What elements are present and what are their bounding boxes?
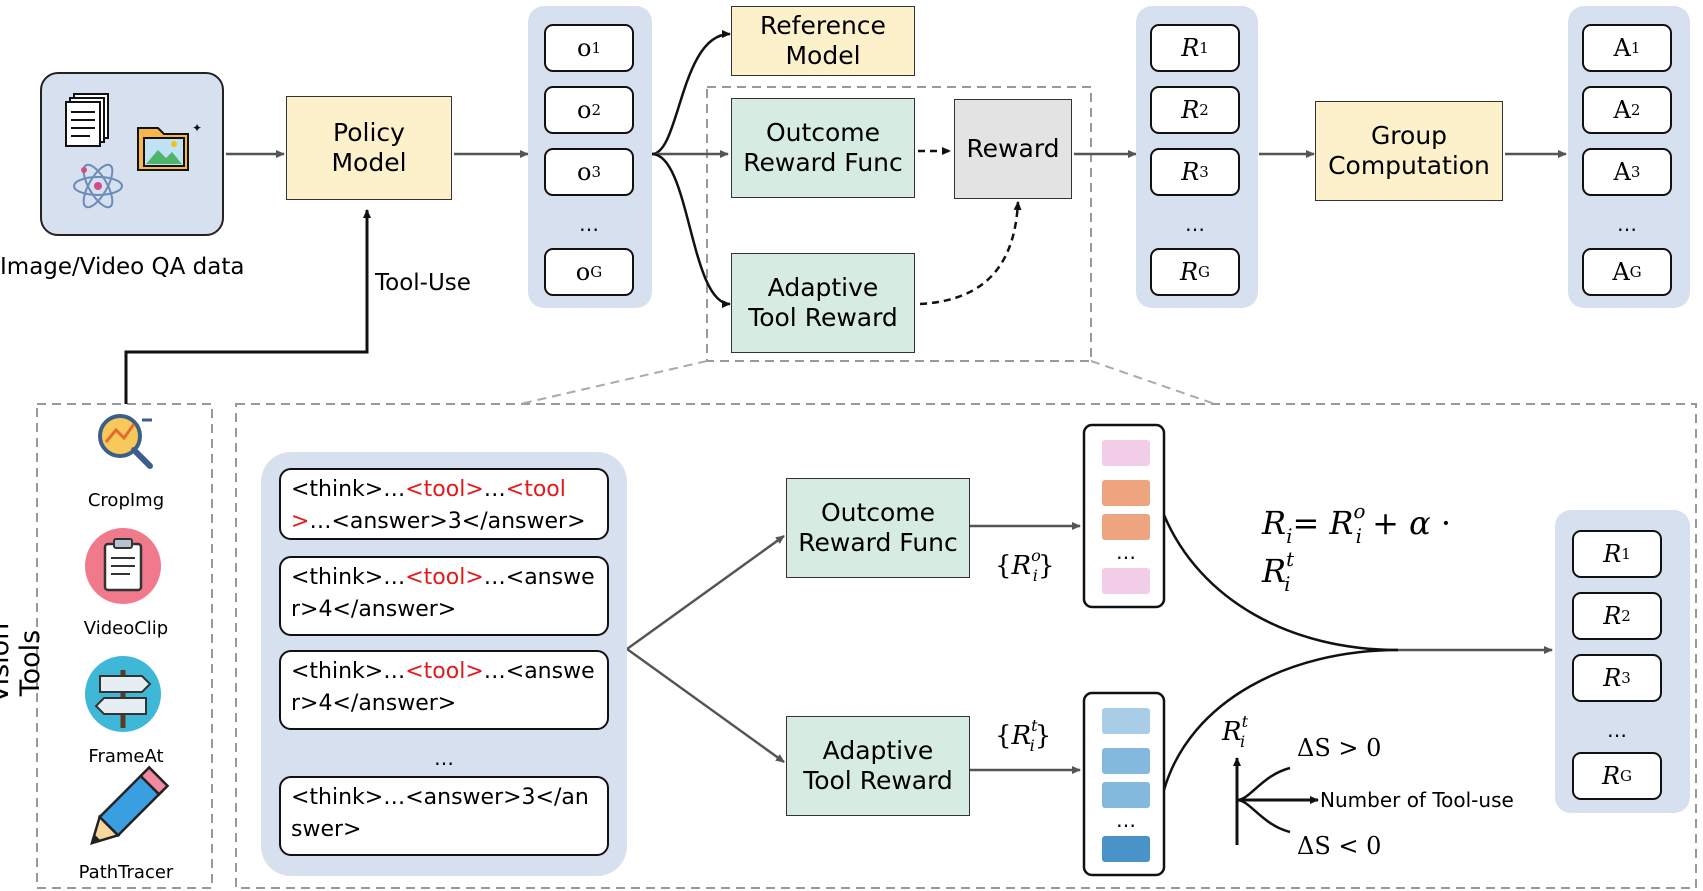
trace-3: <think>…<answer>3</answer> bbox=[279, 776, 609, 856]
arrow-to-adaptive bbox=[651, 152, 731, 308]
input-label: Image/Video QA data bbox=[0, 254, 245, 280]
documents-icon bbox=[65, 93, 109, 147]
trace-text: …<answer>3</answer> bbox=[309, 508, 586, 534]
crop-image-icon bbox=[98, 414, 153, 469]
group-computation-box: Group Computation bbox=[1315, 101, 1503, 201]
path-tracer-icon bbox=[90, 765, 170, 845]
tool-bar-ellipsis: … bbox=[1116, 808, 1136, 832]
tool-axis-y-label: Rti bbox=[1222, 712, 1249, 752]
trace-text: … bbox=[483, 477, 506, 502]
tool-label-frameat: FrameAt bbox=[88, 746, 164, 767]
tool-label-cropimg: CropImg bbox=[87, 490, 165, 511]
input-data-box: ✦ bbox=[40, 72, 224, 236]
trace-text: <think>… bbox=[291, 565, 406, 590]
trace-text: <think>…<answer>3</answer> bbox=[291, 785, 589, 842]
outcome-bar bbox=[1102, 480, 1150, 506]
tool-label-videoclip: VideoClip bbox=[83, 618, 169, 639]
advantage-ellipsis: … bbox=[1617, 212, 1637, 236]
tool-call-tag: <tool> bbox=[405, 565, 484, 590]
reward-box: Reward bbox=[954, 99, 1072, 199]
tool-label-pathtracer: PathTracer bbox=[78, 862, 174, 883]
tool-bar bbox=[1102, 836, 1150, 862]
merge-curve-bottom bbox=[1162, 648, 1399, 791]
arrow-traces-adaptive bbox=[626, 647, 785, 764]
svg-text:✦: ✦ bbox=[192, 121, 202, 135]
output-ellipsis: … bbox=[579, 212, 599, 236]
trace-text: …<answer>4</answer> bbox=[291, 659, 595, 716]
outcome-bar bbox=[1102, 568, 1150, 594]
tool-call-tag: <tool> bbox=[405, 659, 484, 684]
trace-1: <think>…<tool>…<answer>4</answer> bbox=[279, 556, 609, 636]
outcome-bar bbox=[1102, 440, 1150, 466]
video-clip-icon bbox=[85, 528, 161, 604]
outcome-reward-func-box: Outcome Reward Func bbox=[731, 98, 915, 198]
tool-reward-set: {Rti} bbox=[995, 716, 1052, 756]
zoom-line-left bbox=[519, 360, 708, 405]
merge-curve-top bbox=[1162, 514, 1399, 652]
reward-region bbox=[706, 86, 1092, 362]
tool-axis-x-label: Number of Tool-use bbox=[1320, 788, 1514, 812]
outcome-bar bbox=[1102, 514, 1150, 540]
tool-axis-up-label: ΔS > 0 bbox=[1297, 734, 1382, 762]
final-reward-ellipsis: … bbox=[1607, 718, 1627, 742]
adaptive-tool-reward-box: Adaptive Tool Reward bbox=[731, 253, 915, 353]
tool-curve-down bbox=[1236, 798, 1291, 834]
reference-model-box: Reference Model bbox=[731, 6, 915, 76]
detail-adaptive-box: Adaptive Tool Reward bbox=[786, 716, 970, 816]
image-folder-icon: ✦ bbox=[137, 121, 202, 171]
trace-text: <think>… bbox=[291, 477, 406, 502]
tool-curve-up bbox=[1236, 766, 1291, 802]
trace-2: <think>…<tool>…<answer>4</answer> bbox=[279, 650, 609, 730]
detail-frame bbox=[235, 403, 1697, 889]
tool-call-tag: <tool> bbox=[291, 477, 566, 534]
tool-bar bbox=[1102, 782, 1150, 808]
tool-use-label: Tool-Use bbox=[375, 270, 471, 296]
arrow-tool-use bbox=[124, 209, 371, 404]
zoom-line-right bbox=[1090, 360, 1216, 405]
tool-call-tag: <tool> bbox=[405, 477, 484, 502]
trace-text: …<answer>4</answer> bbox=[291, 565, 595, 622]
trace-0: <think>…<tool>…<tool>…<answer>3</answer> bbox=[279, 468, 609, 540]
frame-at-icon bbox=[85, 656, 161, 732]
trace-ellipsis: … bbox=[434, 746, 454, 770]
reward-formula: Ri= Roi + α · Rti bbox=[1262, 500, 1452, 596]
policy-model-box: Policy Model bbox=[286, 96, 452, 200]
tool-bar bbox=[1102, 748, 1150, 774]
tool-bar bbox=[1102, 708, 1150, 734]
detail-outcome-box: Outcome Reward Func bbox=[786, 478, 970, 578]
reward-ellipsis: … bbox=[1185, 212, 1205, 236]
outcome-reward-set: {Roi} bbox=[995, 546, 1055, 586]
outcome-bar-ellipsis: … bbox=[1116, 540, 1136, 564]
arrow-to-reference bbox=[651, 30, 731, 156]
arrow-traces-outcome bbox=[626, 534, 785, 651]
tool-axis-down-label: ΔS < 0 bbox=[1297, 832, 1382, 860]
atom-icon bbox=[73, 163, 123, 209]
trace-text: <think>… bbox=[291, 659, 406, 684]
